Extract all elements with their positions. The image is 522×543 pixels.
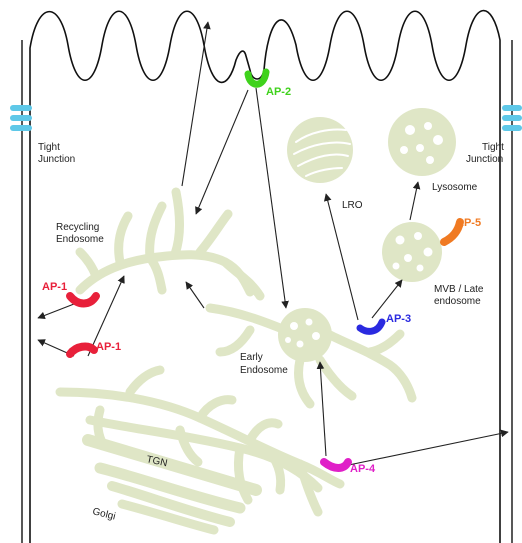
ap3-complex-icon	[360, 322, 382, 331]
lro-label: LRO	[342, 200, 363, 211]
golgi-label: Golgi	[91, 506, 116, 522]
ap4-complex-icon	[324, 462, 348, 468]
ap1-lower-label: AP-1	[96, 341, 121, 353]
ap1-lower-complex-icon	[70, 347, 94, 354]
ap2-label: AP-2	[266, 86, 291, 98]
recycling-endosome-tubules	[80, 192, 260, 296]
lysosome-organelle	[388, 108, 456, 176]
tight-junction-right-icon	[502, 105, 522, 131]
tight-junction-right-label-2: Junction	[466, 154, 503, 165]
early-endosome-label-1: Early	[240, 352, 263, 363]
tight-junction-left-icon	[10, 105, 32, 131]
ap1-upper-label: AP-1	[42, 281, 67, 293]
tight-junction-left-label-2: Junction	[38, 154, 75, 165]
ap3-label: AP-3	[386, 313, 411, 325]
lysosome-label: Lysosome	[432, 182, 478, 193]
mvb-label-1: MVB / Late	[434, 284, 484, 295]
ap4-label: AP-4	[350, 463, 376, 475]
lro-organelle	[287, 117, 353, 183]
tgn-label: TGN	[145, 454, 168, 469]
ap1-upper-complex-icon	[70, 296, 96, 304]
mvb-label-2: endosome	[434, 296, 481, 307]
mvb-late-endosome	[382, 222, 442, 282]
ap2-complex-icon	[248, 72, 266, 84]
tight-junction-right-label-1: Tight	[482, 142, 504, 153]
tight-junction-left-label-1: Tight	[38, 142, 60, 153]
ap5-label: AP-5	[456, 217, 481, 229]
recycling-endosome-label-2: Endosome	[56, 234, 104, 245]
early-endosome-label-2: Endosome	[240, 365, 288, 376]
recycling-endosome-label-1: Recycling	[56, 222, 99, 233]
